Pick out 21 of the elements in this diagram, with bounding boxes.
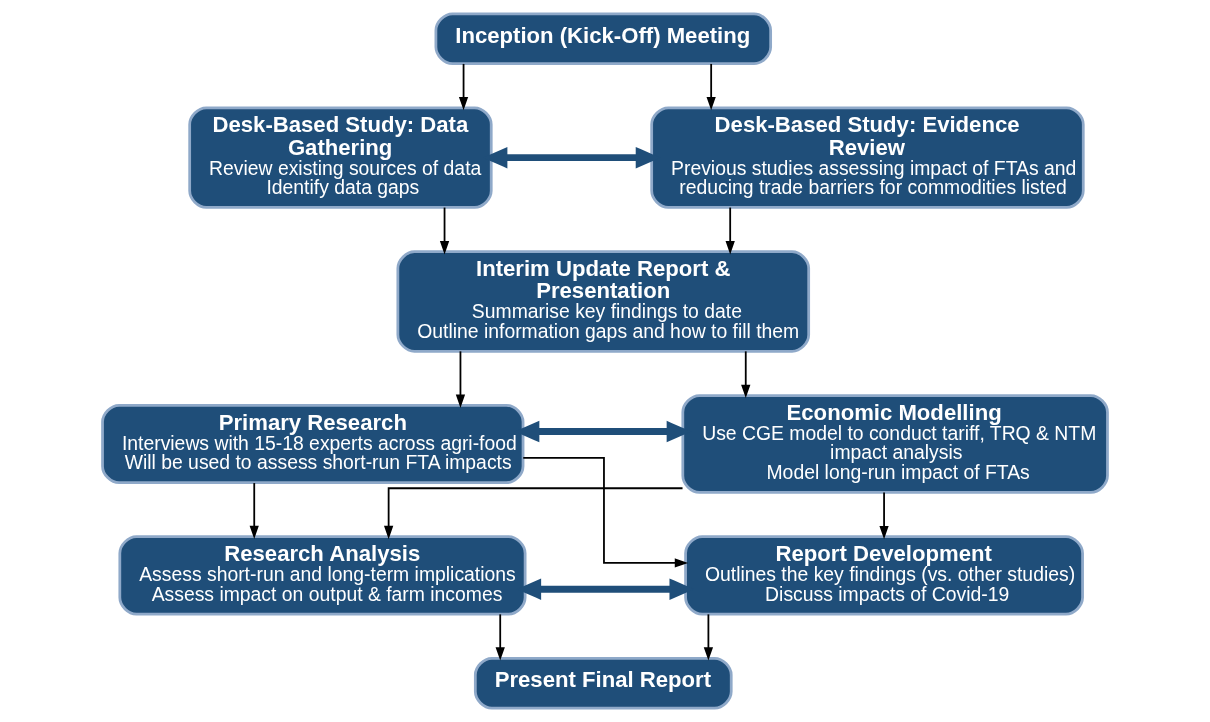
arrow bbox=[725, 206, 735, 255]
arrow bbox=[458, 63, 469, 111]
node-box: Inception (Kick-Off) Meeting bbox=[434, 12, 773, 65]
node-box: Present Final Report bbox=[473, 657, 733, 710]
arrow bbox=[383, 487, 684, 540]
arrow bbox=[741, 350, 751, 399]
node-box: Interim Update Report & Presentation Summarise key findings to date Outline information gaps and how to fill them bbox=[396, 250, 811, 353]
node-box: Primary Research Interviews with 15-18 experts across agri-food Will be used to assess short-run FTA impacts bbox=[101, 403, 525, 485]
arrow bbox=[879, 491, 889, 540]
node-box: Report Development Outlines the key findings (vs. other studies) Discuss impacts of Covid-19 bbox=[684, 535, 1084, 616]
arrow bbox=[455, 350, 466, 408]
arrow bbox=[439, 206, 450, 255]
node-box: Research Analysis Assess short-run and long-term implications Assess impact on output & farm incomes bbox=[118, 535, 527, 616]
node-box: Desk-Based Study: Evidence Review Previous studies assessing impact of FTAs and reducing trade barriers for commodities listed bbox=[650, 106, 1085, 209]
arrow bbox=[495, 613, 505, 661]
arrow bbox=[706, 63, 716, 111]
node-box: Economic Modelling Use CGE model to conduct tariff, TRQ & NTM impact analysis Model long-run impact of FTAs bbox=[681, 394, 1109, 494]
arrow bbox=[522, 456, 689, 568]
arrow bbox=[703, 613, 714, 661]
arrow bbox=[249, 482, 259, 539]
node-box: Desk-Based Study: Data Gathering Review existing sources of data Identify data gaps bbox=[188, 106, 493, 209]
